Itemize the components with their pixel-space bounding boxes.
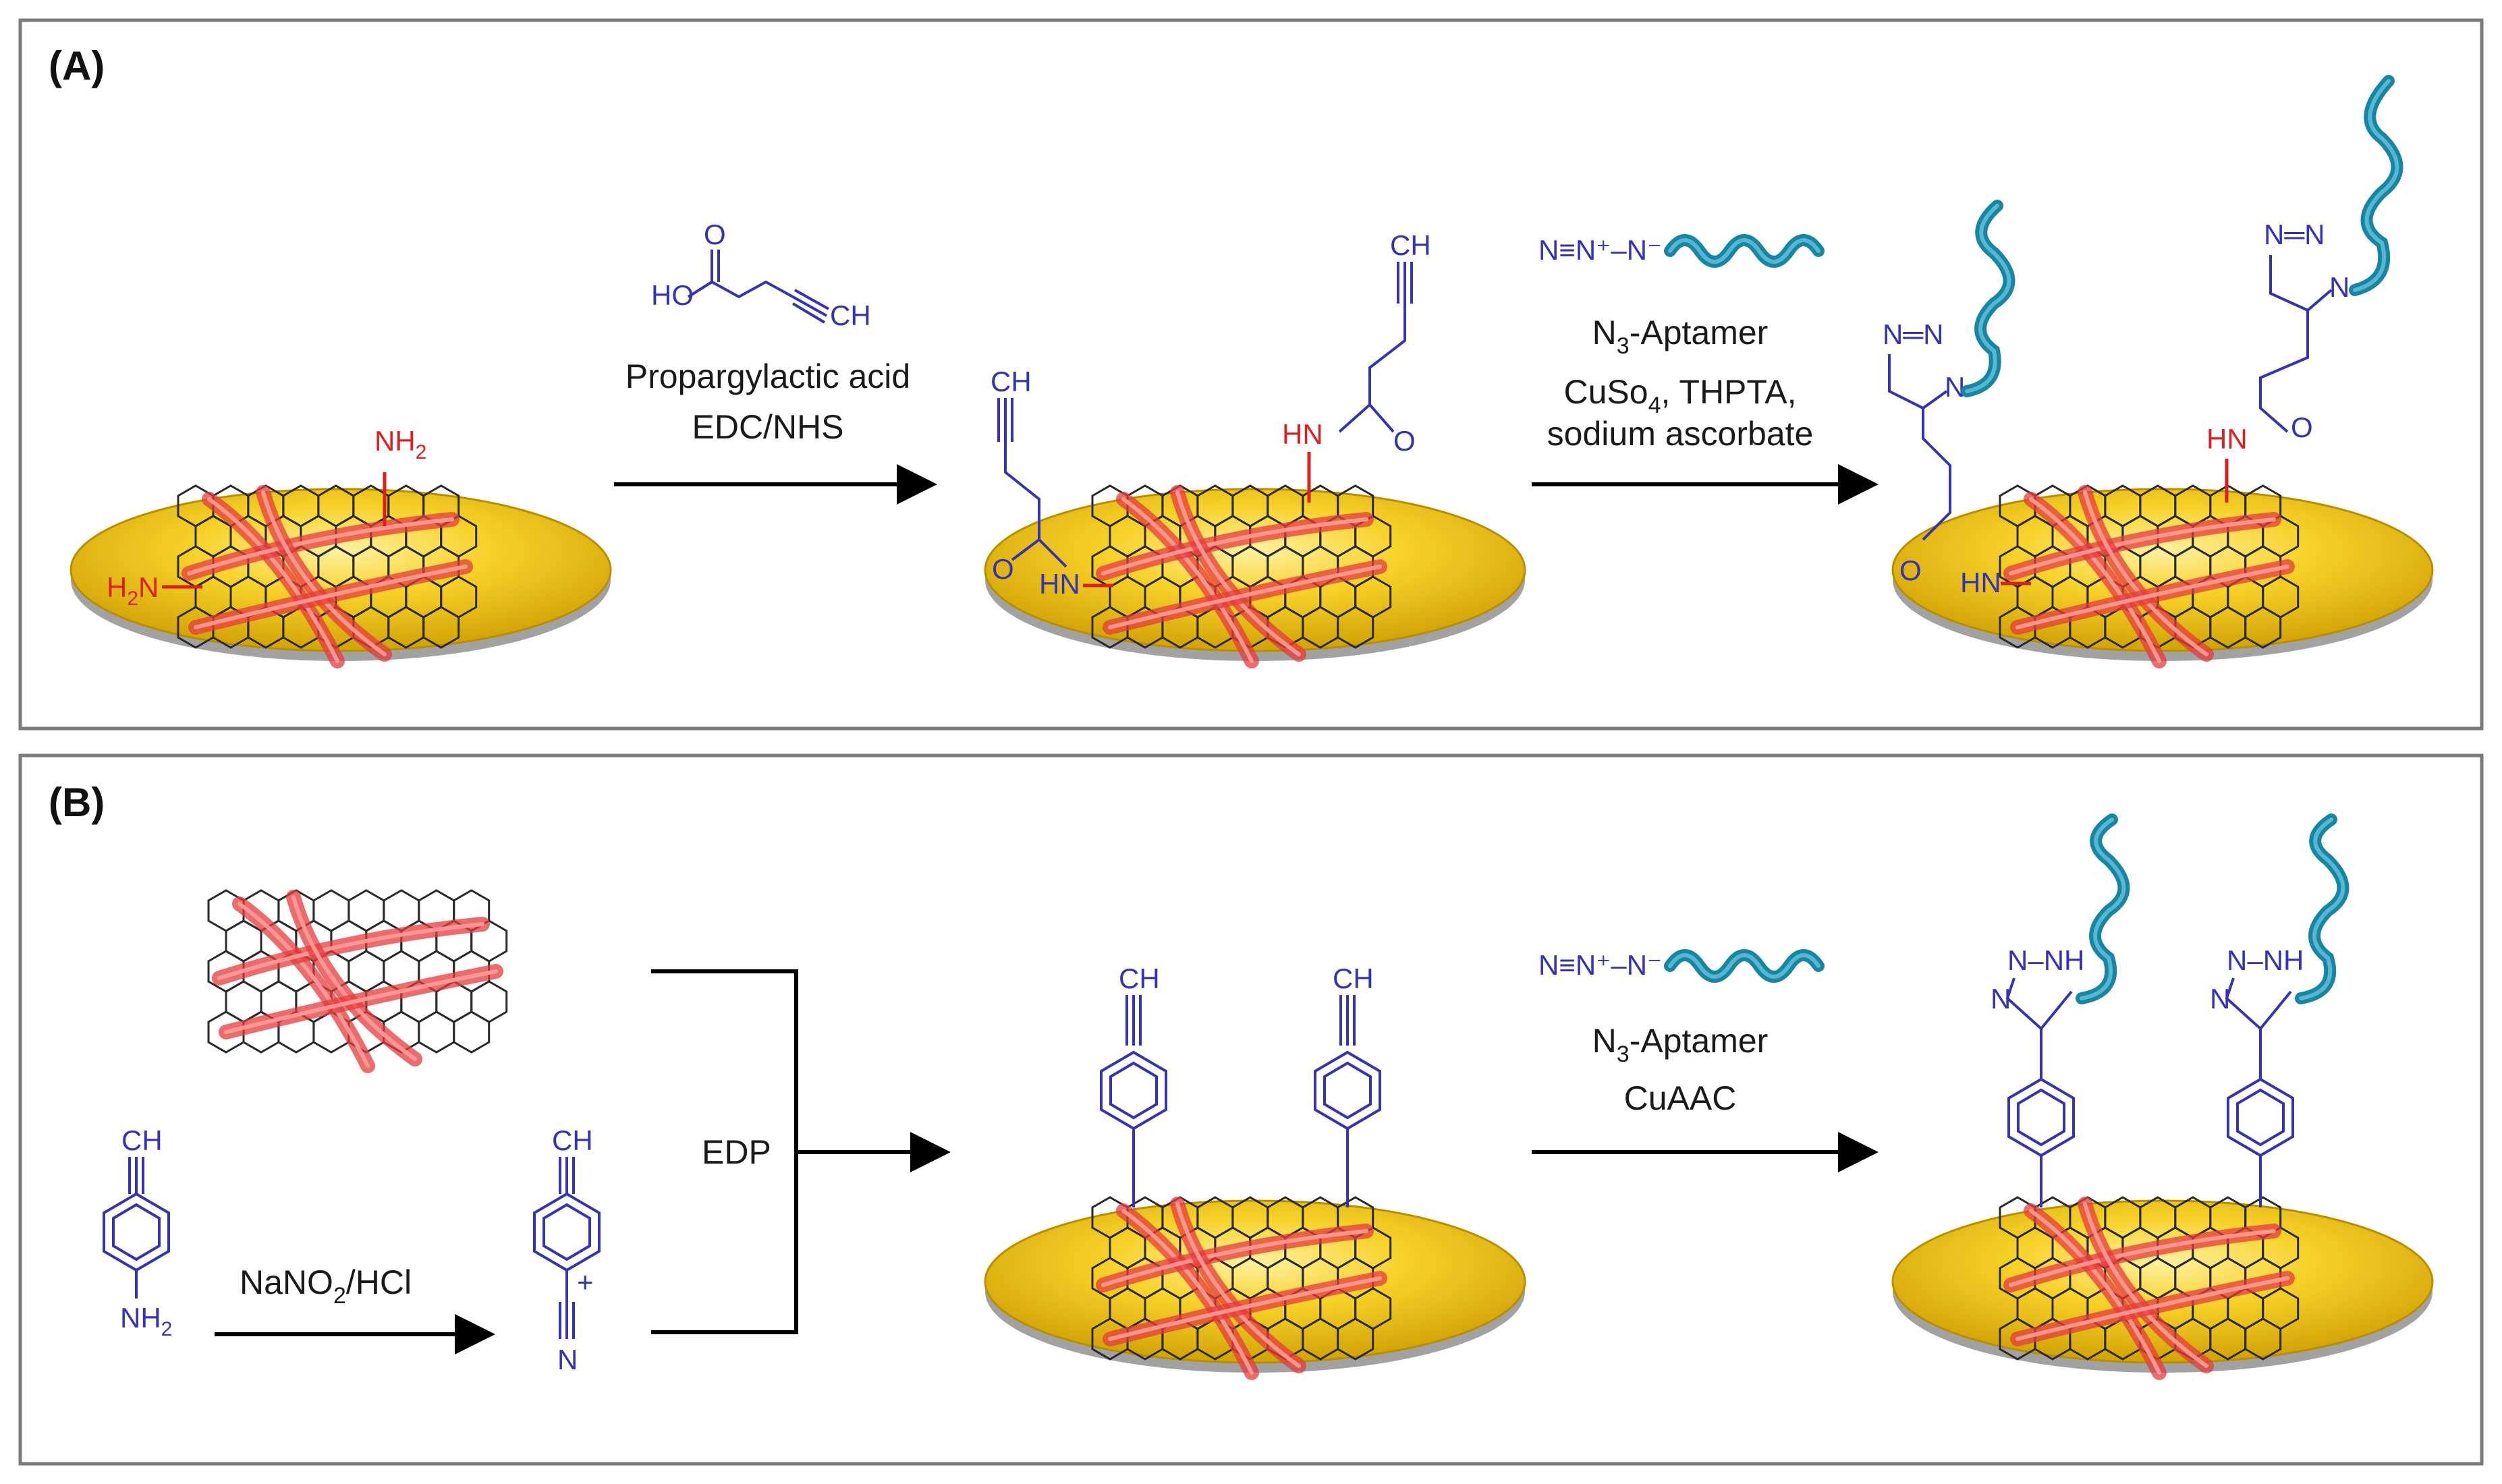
graphene-sheet	[1091, 1196, 1392, 1380]
diazonium-salt: CH + N	[533, 1124, 601, 1375]
svg-text:N–NH: N–NH	[2007, 944, 2084, 976]
graphene-sheet	[1091, 484, 1392, 668]
aryl-alkyne-left: CH	[1100, 963, 1167, 1207]
svg-text:HN: HN	[1039, 568, 1080, 600]
svg-text:N≡N⁺–N⁻: N≡N⁺–N⁻	[1538, 234, 1662, 266]
graphene-sheet-free	[207, 889, 508, 1073]
svg-text:O: O	[992, 553, 1014, 585]
svg-text:N: N	[1945, 371, 1965, 403]
svg-text:N: N	[557, 1344, 578, 1375]
svg-text:HN: HN	[1282, 418, 1323, 450]
substrate-b2	[984, 1196, 1526, 1380]
triazole-aptamer-left: N═N N O HN	[1883, 200, 2031, 598]
svg-text:CH: CH	[991, 366, 1032, 397]
graphene-sheet	[1999, 1196, 2300, 1380]
triazole-aptamer-right: N═N N O HN	[2206, 75, 2403, 503]
svg-text:O: O	[704, 219, 726, 250]
svg-text:O: O	[2291, 411, 2313, 443]
svg-text:HN: HN	[1960, 567, 2001, 598]
reagent-edp: EDP	[702, 1133, 771, 1171]
graphene-sheet	[1999, 484, 2300, 668]
svg-text:HN: HN	[2206, 423, 2248, 455]
svg-text:CH: CH	[552, 1124, 593, 1156]
azide-aptamer-reagent: N≡N⁺–N⁻	[1538, 234, 1825, 268]
amine-label-b: NH2	[120, 1302, 172, 1340]
alkyne-amide-right: CH O HN	[1282, 229, 1431, 503]
panel-a-label: (A)	[49, 43, 105, 88]
amine-left-label: H2N	[107, 571, 159, 610]
reagent-cuaac: CuAAC	[1624, 1079, 1737, 1117]
svg-text:N–NH: N–NH	[2227, 944, 2304, 976]
svg-text:CH: CH	[1333, 963, 1374, 994]
reagent-cuso4-thpta: CuSo4, THPTA,	[1564, 373, 1797, 418]
svg-text:O: O	[1393, 425, 1416, 457]
svg-text:CH: CH	[1390, 229, 1431, 261]
svg-text:CH: CH	[121, 1124, 163, 1156]
svg-text:N: N	[2329, 271, 2350, 303]
amine-top-label: NH2	[374, 425, 426, 463]
svg-text:+: +	[577, 1266, 594, 1298]
svg-text:HO: HO	[651, 279, 694, 311]
svg-text:O: O	[1899, 554, 1922, 586]
svg-text:N≡N⁺–N⁻: N≡N⁺–N⁻	[1538, 949, 1662, 981]
svg-text:N═N: N═N	[2264, 219, 2325, 250]
reagent-n3-aptamer: N3-Aptamer	[1592, 314, 1769, 359]
reagent-nano2-hcl: NaNO2/HCl	[240, 1263, 412, 1309]
graphene-sheet	[177, 484, 478, 668]
reagent-sodium-ascorbate: sodium ascorbate	[1547, 415, 1814, 453]
substrate-b3	[1891, 1196, 2434, 1380]
substrate-a2	[984, 484, 1526, 668]
substrate-a3	[1891, 484, 2434, 668]
alkyne-amide-left: CH O HN	[991, 366, 1113, 600]
azide-aptamer-reagent-b: N≡N⁺–N⁻	[1538, 949, 1825, 983]
panel-b-label: (B)	[49, 780, 105, 825]
substrate-a1	[70, 484, 612, 668]
aryl-triazole-left: N–NH N	[1991, 814, 2130, 1207]
propargylic-acid-structure: HO O CH	[651, 219, 871, 331]
svg-text:CH: CH	[830, 299, 871, 331]
ethynylaniline: CH NH2	[103, 1124, 172, 1340]
aryl-alkyne-right: CH	[1314, 963, 1381, 1207]
reagent-n3-aptamer-b: N3-Aptamer	[1592, 1022, 1769, 1067]
aryl-triazole-right: N–NH N	[2210, 814, 2350, 1207]
svg-text:N═N: N═N	[1883, 318, 1943, 350]
svg-text:CH: CH	[1119, 963, 1160, 994]
reagent-propargylactic-acid: Propargylactic acid	[626, 358, 910, 395]
reagent-edc-nhs: EDC/NHS	[692, 408, 843, 446]
